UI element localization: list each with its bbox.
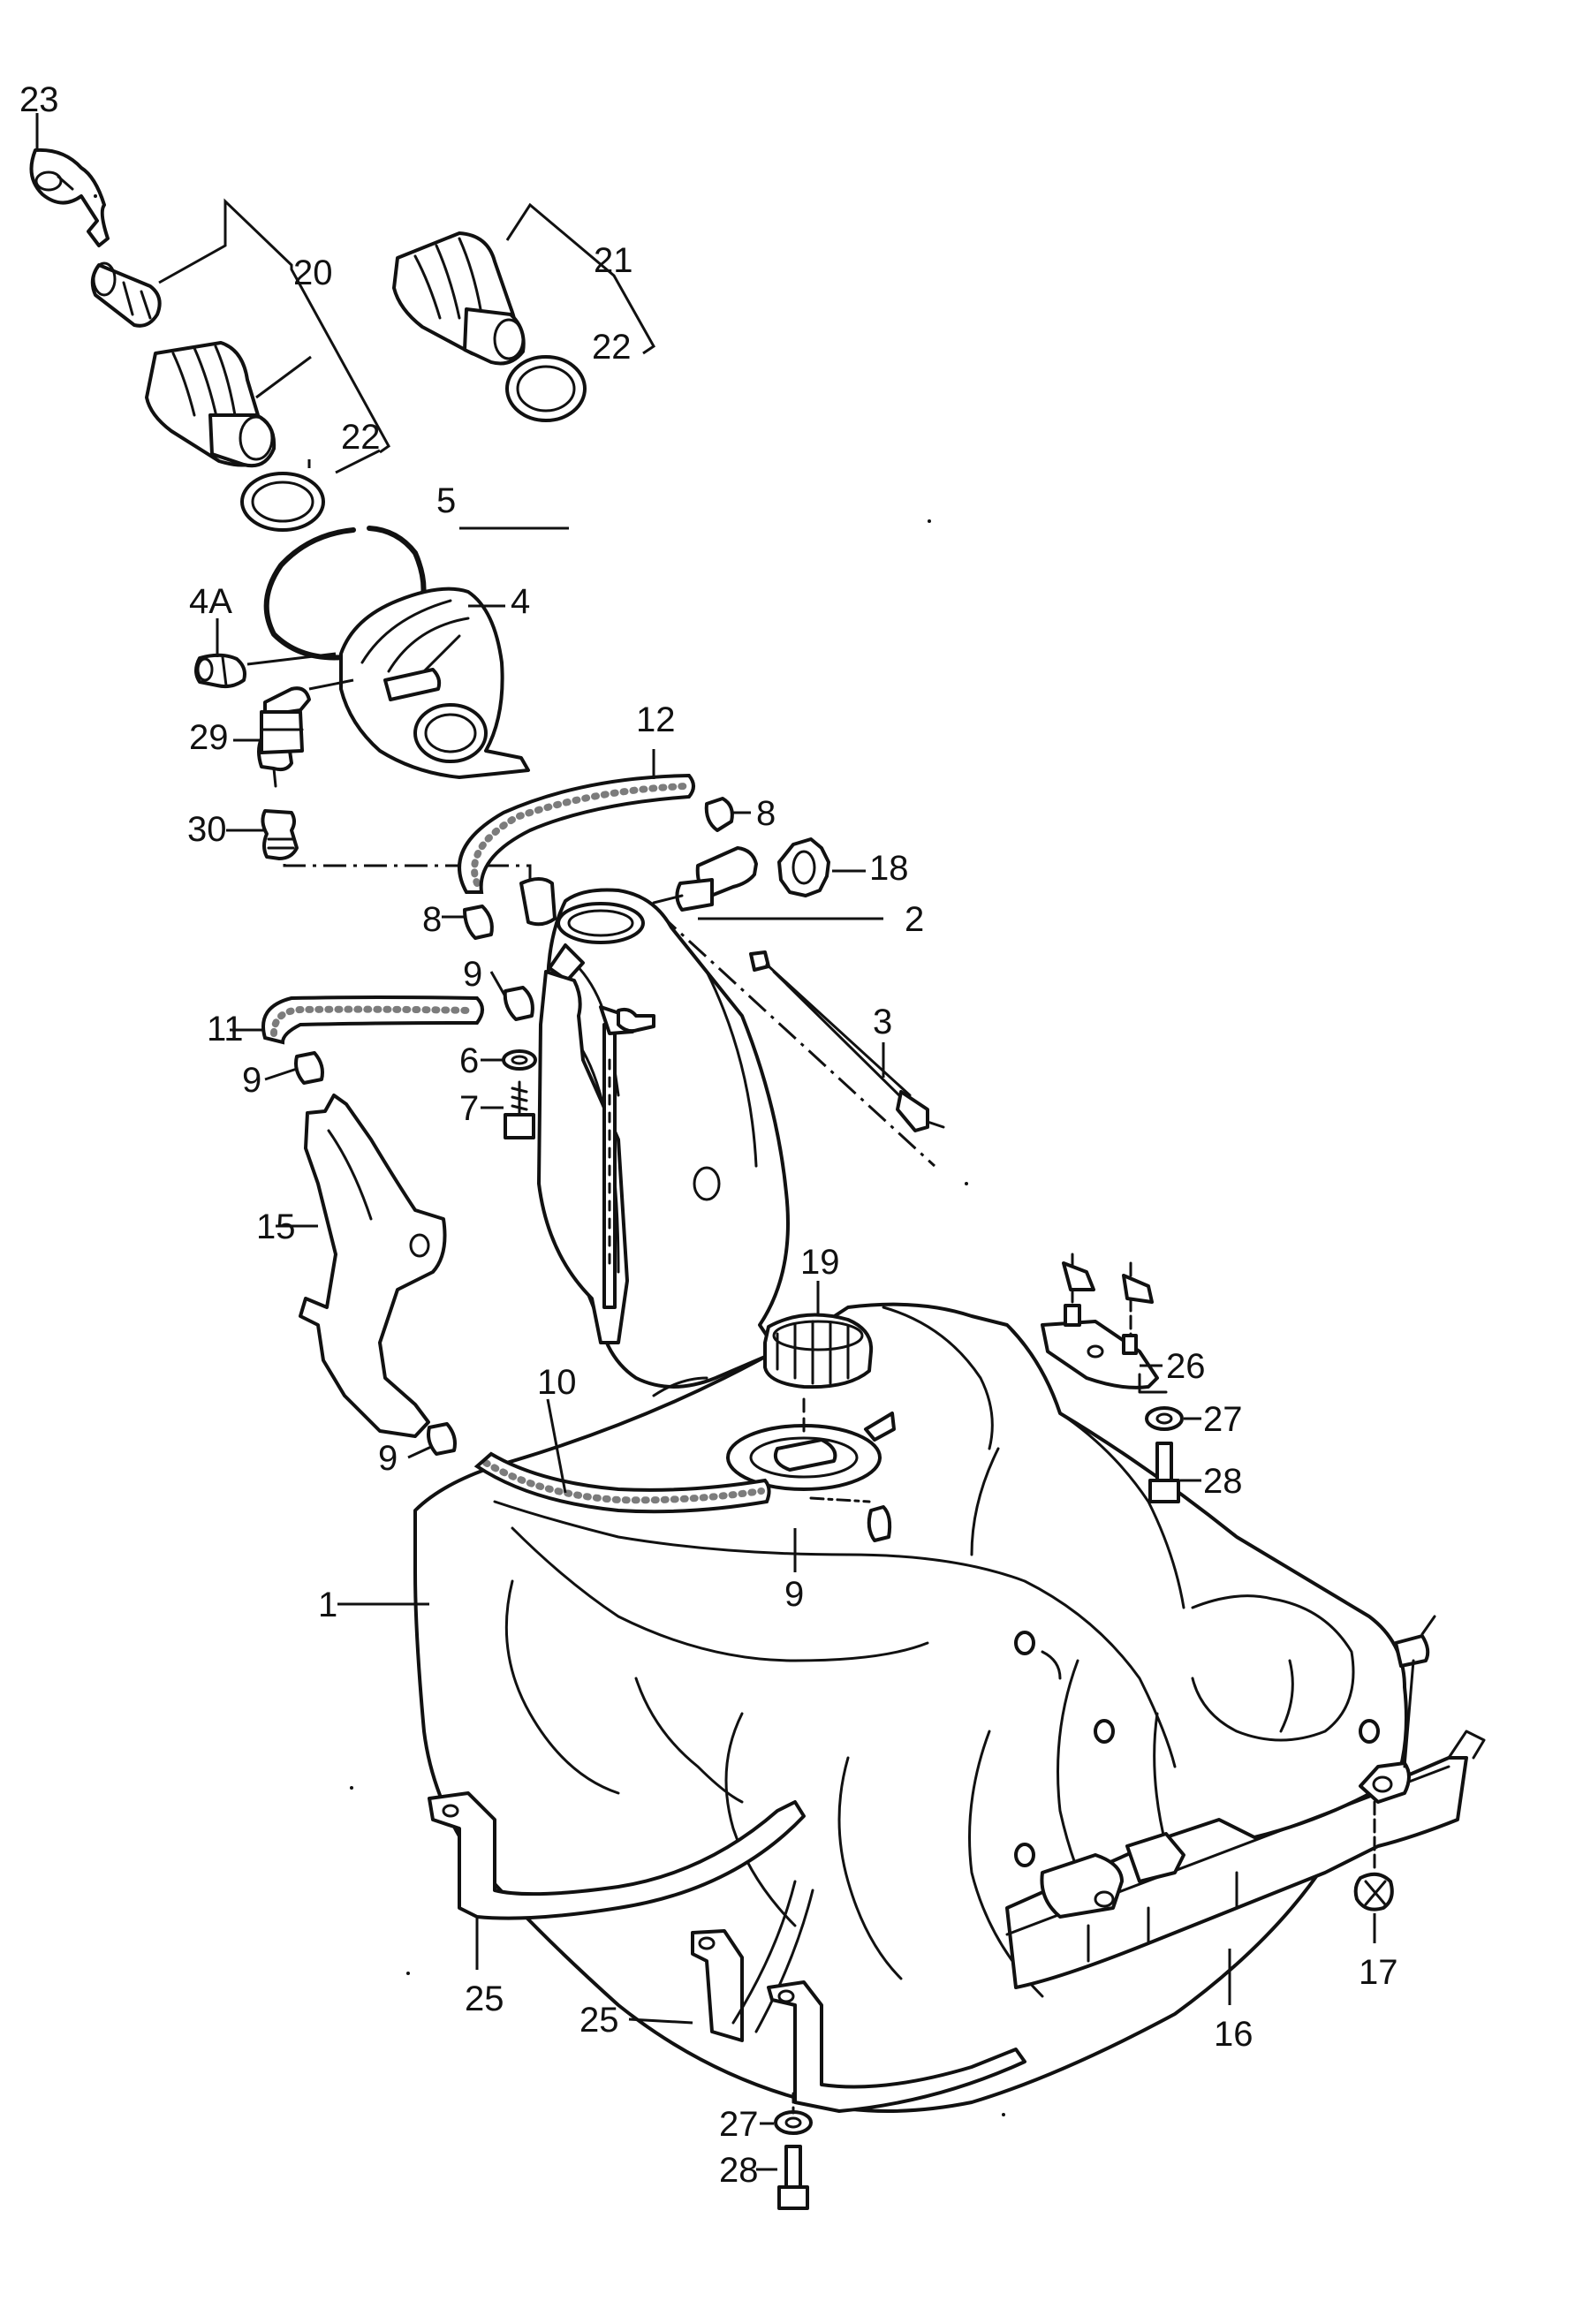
part-26-bracket — [1041, 1253, 1168, 1394]
part-21-filler-cap — [392, 231, 526, 366]
part-20-locking-cap — [90, 261, 276, 468]
part-12-vent-hose — [458, 773, 695, 894]
part-9-clamp-a — [503, 986, 534, 1021]
callout-11: 11 — [207, 1010, 244, 1048]
part-1-fuel-tank — [413, 1302, 1408, 2113]
callout-15: 15 — [256, 1207, 296, 1246]
callout-19: 19 — [800, 1243, 840, 1282]
part-23-key — [29, 148, 110, 247]
part-15-heat-shield — [299, 1094, 447, 1438]
callout-27-lower: 27 — [719, 2105, 759, 2144]
callout-3: 3 — [873, 1003, 892, 1041]
callout-9-d: 9 — [784, 1575, 804, 1614]
callout-20: 20 — [293, 254, 333, 292]
vent-fitting — [809, 1496, 892, 1542]
part-19-locking-ring — [763, 1313, 874, 1389]
part-4-filler-housing — [339, 587, 530, 779]
part-28-bolt-lower — [777, 2092, 809, 2210]
specks — [94, 194, 1005, 2116]
callout-27-upper: 27 — [1203, 1400, 1243, 1439]
callout-6: 6 — [459, 1041, 479, 1080]
callout-5: 5 — [436, 481, 456, 520]
leader-29-to-4 — [308, 678, 354, 691]
callout-4: 4 — [511, 582, 530, 621]
callout-30: 30 — [187, 810, 227, 849]
part-28-bolt-upper — [1148, 1442, 1180, 1503]
callout-12: 12 — [636, 700, 676, 739]
callout-7: 7 — [459, 1089, 479, 1128]
connection-line-3 — [657, 912, 936, 1168]
part-11-hose — [261, 995, 484, 1045]
group-bracket-21 — [505, 202, 655, 355]
part-29-valve — [257, 686, 311, 788]
tank-sender-opening — [726, 1394, 896, 1491]
part-18-gear-nut — [777, 837, 830, 897]
part-9-clamp-b — [294, 1051, 324, 1085]
callout-22-lower: 22 — [341, 418, 381, 457]
strap-front — [767, 1980, 1026, 2113]
part-30-cap — [261, 809, 299, 860]
callout-labels: 23 20 21 22 22 5 4A 4 29 30 12 8 18 8 2 … — [19, 80, 1398, 2190]
part-8-clamp-lower — [463, 905, 494, 940]
part-6-washer — [502, 1049, 537, 1071]
part-22-gasket-upper — [505, 355, 587, 422]
connection-line-30 — [283, 864, 532, 883]
part-2-connector — [652, 846, 758, 912]
part-7-screw — [504, 1080, 535, 1139]
callout-17: 17 — [1359, 1953, 1398, 1992]
callout-23: 23 — [19, 80, 59, 119]
callout-29: 29 — [189, 718, 229, 757]
part-17-clip-nut — [1353, 1800, 1394, 1911]
part-4A-plug — [194, 653, 246, 689]
part-25-strap-right — [691, 1880, 814, 2042]
part-27-washer-lower — [774, 2110, 813, 2135]
leader-4A-to-4 — [246, 652, 337, 666]
part-8-clamp-upper — [704, 797, 734, 832]
callout-16: 16 — [1214, 2015, 1254, 2054]
callout-21: 21 — [594, 241, 633, 280]
callout-22-upper: 22 — [592, 328, 632, 367]
part-22-gasket-lower — [240, 472, 325, 532]
callout-9-a: 9 — [463, 955, 482, 994]
callout-8-upper: 8 — [756, 794, 776, 833]
callout-28-upper: 28 — [1203, 1462, 1243, 1501]
part-9-clamp-c — [427, 1422, 457, 1456]
callout-28-lower: 28 — [719, 2151, 759, 2190]
callout-10: 10 — [537, 1363, 577, 1402]
callout-26: 26 — [1166, 1347, 1206, 1386]
callout-18: 18 — [869, 849, 909, 888]
callout-25-right: 25 — [579, 2001, 619, 2040]
part-16-skid-plate — [1005, 1615, 1486, 1989]
part-27-washer-upper — [1145, 1406, 1184, 1431]
callout-1: 1 — [318, 1586, 337, 1624]
callout-9-b: 9 — [242, 1061, 261, 1100]
callout-8-lower: 8 — [422, 900, 442, 939]
callout-2: 2 — [905, 900, 924, 939]
callout-25-left: 25 — [465, 1980, 504, 2018]
part-25-strap-left — [428, 1791, 806, 1920]
part-10-hose — [473, 1451, 771, 1514]
leader-lines — [35, 113, 1376, 2171]
part-3-wire-sender — [749, 950, 945, 1132]
group-bracket-20 — [158, 198, 390, 474]
filler-pipe-assembly — [519, 877, 790, 1397]
callout-4A: 4A — [189, 582, 232, 621]
callout-9-c: 9 — [378, 1439, 398, 1478]
